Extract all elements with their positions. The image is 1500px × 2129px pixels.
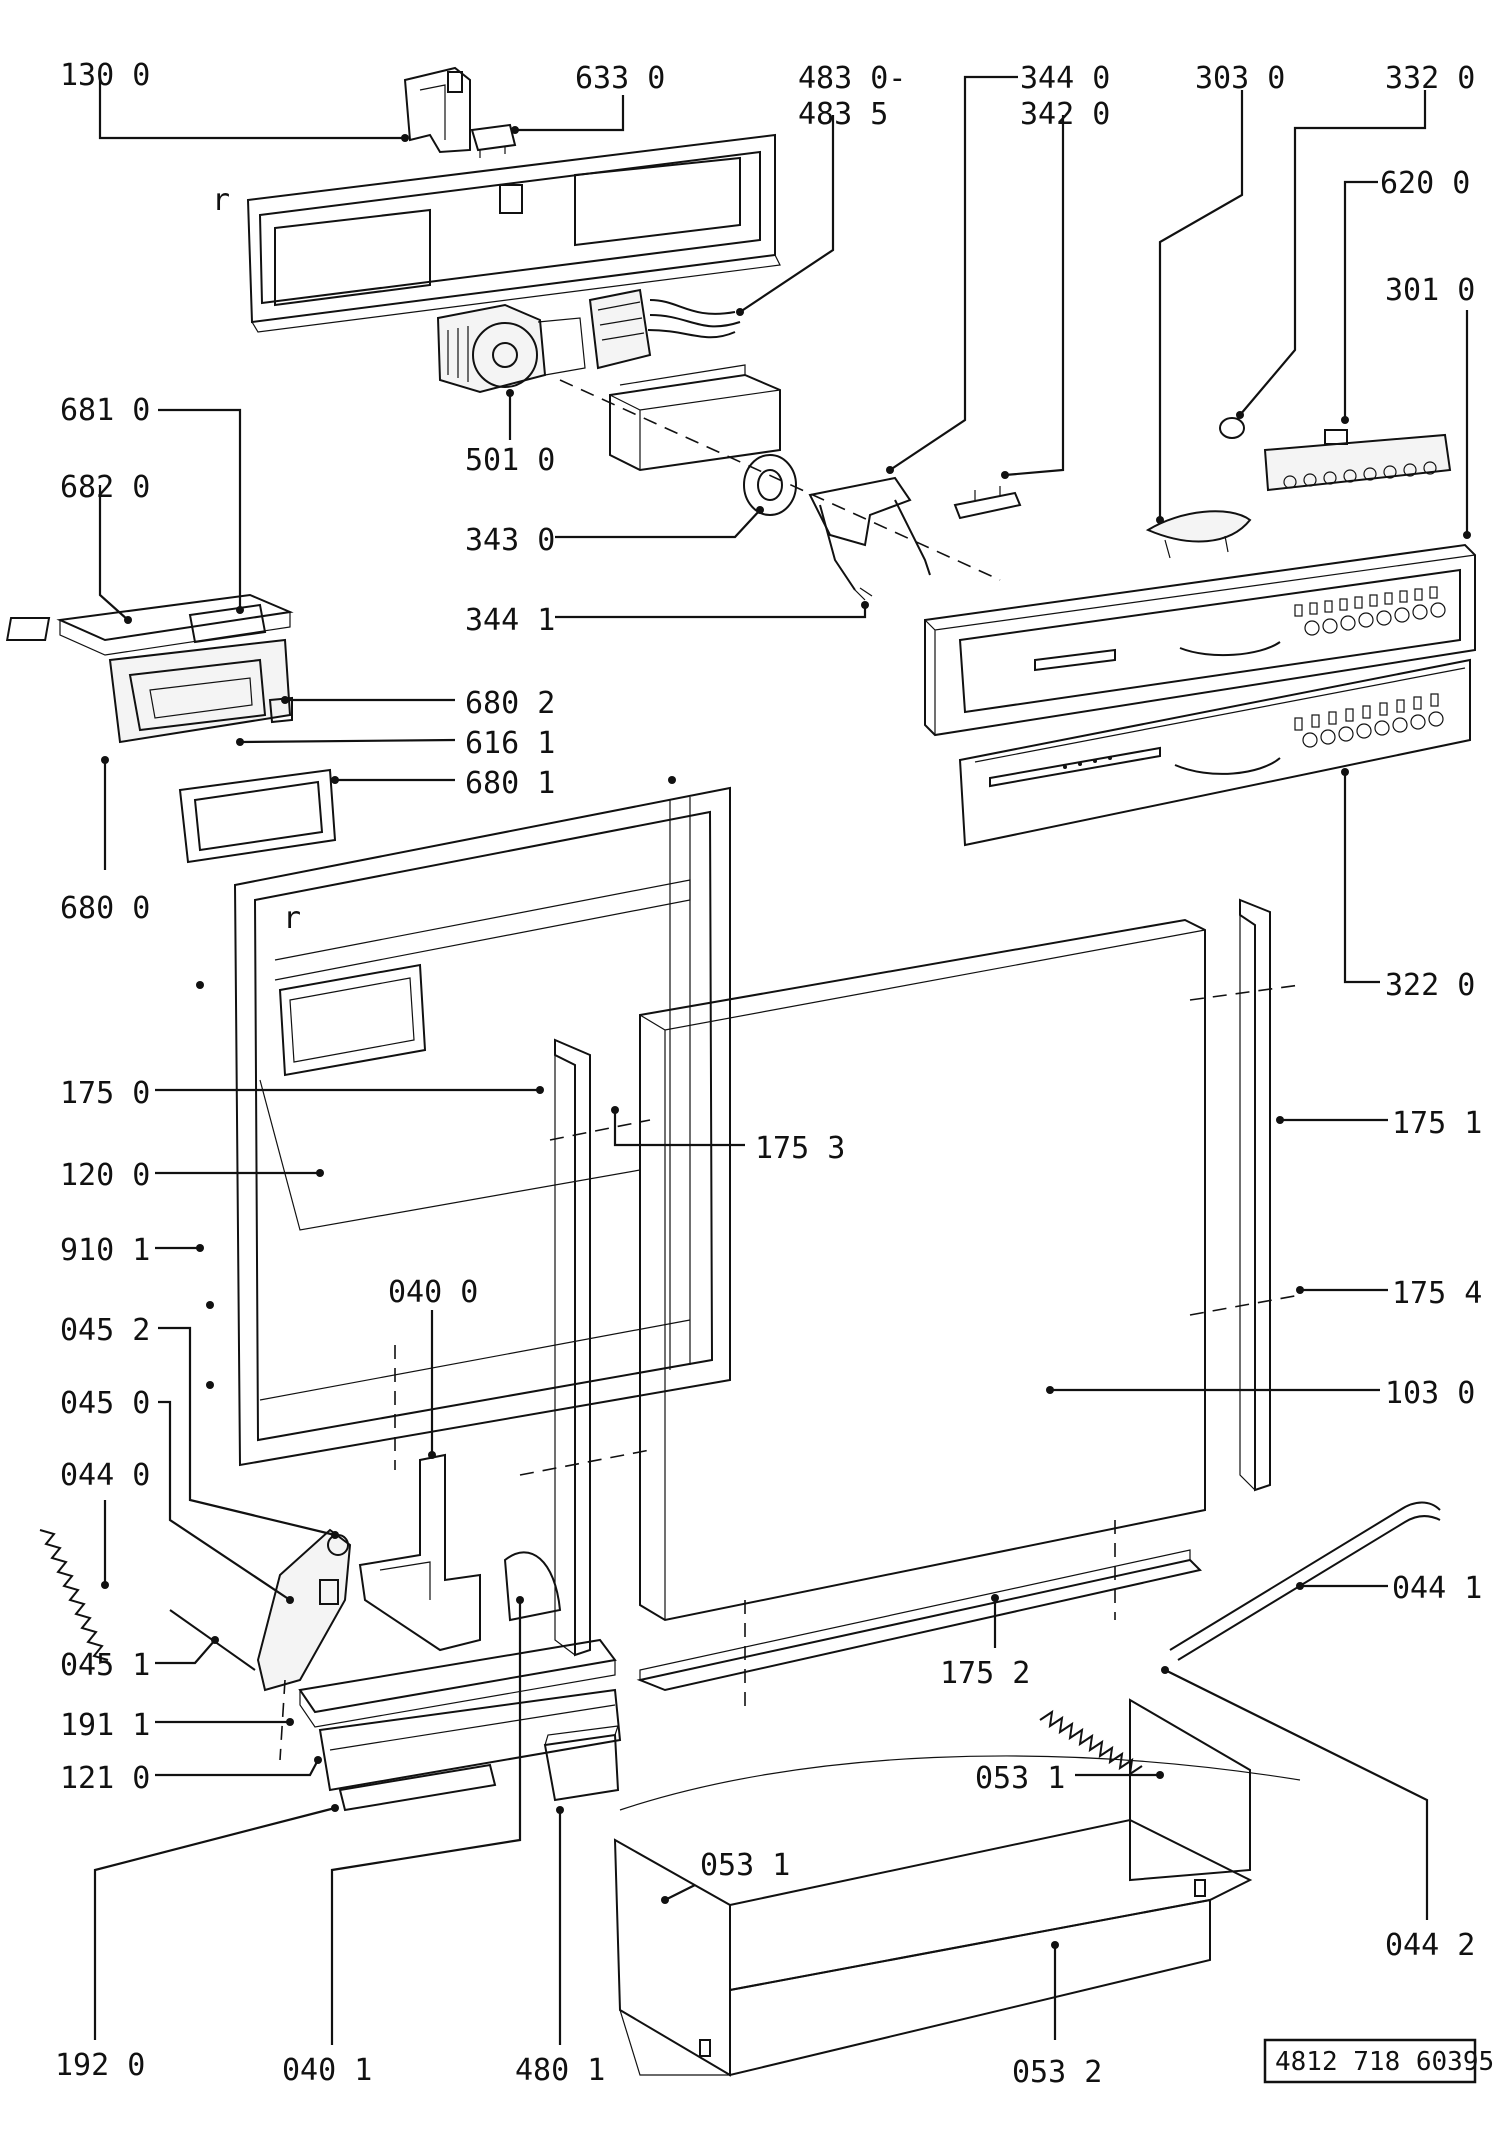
reference-number: 4812 718 60395 bbox=[1275, 2047, 1494, 2077]
part-483-harness bbox=[588, 288, 741, 370]
label-483-5: 483 5 bbox=[798, 97, 888, 132]
label-680-0: 680 0 bbox=[60, 891, 150, 926]
part-121-0-rail bbox=[318, 1688, 622, 1792]
label-044-2: 044 2 bbox=[1385, 1928, 1475, 1963]
part-344-lever bbox=[808, 476, 931, 601]
label-910-1: 910 1 bbox=[60, 1233, 150, 1268]
label-130-0: 130 0 bbox=[60, 58, 150, 93]
part-130-0-bracket bbox=[403, 66, 471, 154]
part-top-rail bbox=[246, 133, 781, 333]
dashed-axis-lines bbox=[279, 379, 1301, 1761]
part-480-1-plate bbox=[543, 1725, 620, 1802]
label-480-1: 480 1 bbox=[515, 2053, 605, 2088]
part-labels: 130 0 633 0 483 0- 483 5 344 0 342 0 303… bbox=[55, 58, 1482, 2090]
part-322-0-fascia bbox=[958, 658, 1471, 847]
label-120-0: 120 0 bbox=[60, 1158, 150, 1193]
part-044-1-rod bbox=[1169, 1501, 1441, 1661]
label-501-0: 501 0 bbox=[465, 443, 555, 478]
part-175-0-side-strip bbox=[554, 1038, 591, 1657]
label-342-0: 342 0 bbox=[1020, 97, 1110, 132]
part-192-0-channel bbox=[338, 1763, 497, 1812]
label-175-1: 175 1 bbox=[1392, 1106, 1482, 1141]
stray-mark-r-top: r bbox=[212, 183, 230, 218]
leader-lines bbox=[93, 68, 1471, 2045]
label-344-1: 344 1 bbox=[465, 603, 555, 638]
label-175-3: 175 3 bbox=[755, 1131, 845, 1166]
part-343-0-ring bbox=[743, 454, 797, 516]
part-301-0-control-panel bbox=[924, 543, 1476, 737]
label-332-0: 332 0 bbox=[1385, 61, 1475, 96]
label-620-0: 620 0 bbox=[1380, 166, 1470, 201]
part-191-1-channel bbox=[298, 1638, 617, 1728]
part-303-0-handle bbox=[1145, 510, 1252, 559]
label-044-0: 044 0 bbox=[60, 1458, 150, 1493]
label-192-0: 192 0 bbox=[55, 2048, 145, 2083]
part-680-dispenser-body bbox=[108, 638, 293, 744]
label-682-0: 682 0 bbox=[60, 470, 150, 505]
part-053-plinth bbox=[613, 1698, 1301, 2077]
label-103-0: 103 0 bbox=[1385, 1376, 1475, 1411]
stray-mark-r-mid: r bbox=[283, 901, 301, 936]
label-175-2: 175 2 bbox=[940, 1656, 1030, 1691]
label-616-1: 616 1 bbox=[465, 726, 555, 761]
label-680-1: 680 1 bbox=[465, 766, 555, 801]
label-633-0: 633 0 bbox=[575, 61, 665, 96]
label-344-0: 344 0 bbox=[1020, 61, 1110, 96]
part-040-0-bracket bbox=[358, 1453, 481, 1652]
label-045-0: 045 0 bbox=[60, 1386, 150, 1421]
label-045-2: 045 2 bbox=[60, 1313, 150, 1348]
label-044-1: 044 1 bbox=[1392, 1571, 1482, 1606]
part-342-0-clip bbox=[953, 486, 1022, 520]
label-322-0: 322 0 bbox=[1385, 968, 1475, 1003]
label-053-1-left: 053 1 bbox=[700, 1848, 790, 1883]
part-620-0-switch-strip bbox=[1263, 429, 1452, 492]
label-483-0: 483 0- bbox=[798, 61, 906, 96]
part-175-1-side-strip bbox=[1239, 898, 1271, 1492]
label-303-0: 303 0 bbox=[1195, 61, 1285, 96]
label-191-1: 191 1 bbox=[60, 1708, 150, 1743]
label-053-1-right: 053 1 bbox=[975, 1761, 1065, 1796]
label-680-2: 680 2 bbox=[465, 686, 555, 721]
reference-number-box: 4812 718 60395 bbox=[1263, 2038, 1494, 2084]
label-121-0: 121 0 bbox=[60, 1761, 150, 1796]
label-343-0: 343 0 bbox=[465, 523, 555, 558]
part-040-1-cover bbox=[503, 1551, 562, 1622]
label-175-4: 175 4 bbox=[1392, 1276, 1482, 1311]
part-045-hinge-arm bbox=[256, 1528, 352, 1692]
part-332-0-cap bbox=[1219, 417, 1245, 439]
part-633-0-switch bbox=[470, 123, 517, 158]
label-681-0: 681 0 bbox=[60, 393, 150, 428]
part-120-0-inner-panel bbox=[233, 786, 731, 1467]
label-053-2: 053 2 bbox=[1012, 2055, 1102, 2090]
part-501-0-programmer bbox=[436, 303, 586, 394]
part-175-2-bottom-strip bbox=[636, 1549, 1202, 1692]
label-301-0: 301 0 bbox=[1385, 273, 1475, 308]
label-045-1: 045 1 bbox=[60, 1648, 150, 1683]
label-175-0: 175 0 bbox=[60, 1076, 150, 1111]
part-680-1-seal bbox=[178, 768, 337, 864]
part-programmer-housing bbox=[609, 364, 781, 472]
part-044-2-spring bbox=[1039, 1709, 1143, 1777]
label-040-1: 040 1 bbox=[282, 2053, 372, 2088]
label-040-0: 040 0 bbox=[388, 1275, 478, 1310]
part-103-0-door-panel bbox=[639, 918, 1206, 1622]
